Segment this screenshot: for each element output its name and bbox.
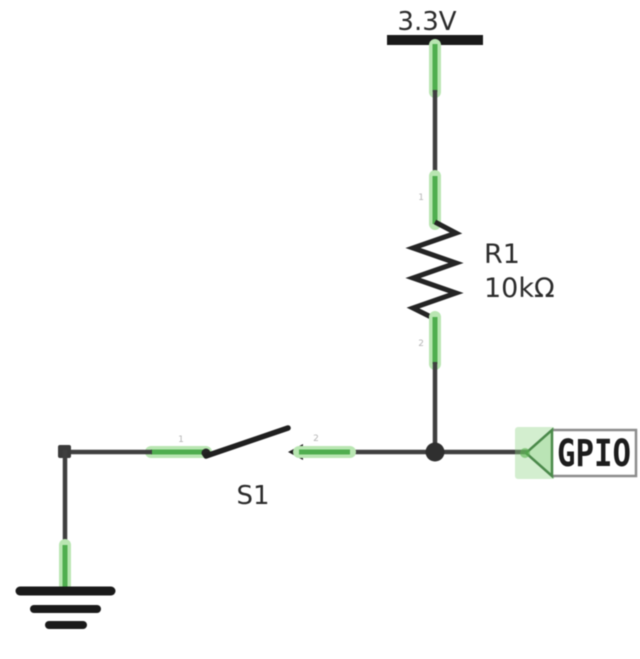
switch-symbol: 1 2 S1 [145,425,356,511]
resistor-value: 10kΩ [484,273,555,304]
switch-ref: S1 [236,481,269,511]
resistor-zigzag-icon [405,219,464,322]
power-symbol: 3.3V [387,7,483,98]
resistor-symbol: 1 2 R1 10kΩ [405,170,555,370]
resistor-pin-bottom-number: 2 [418,339,424,349]
gpio-label-text: GPIO [557,432,631,475]
switch-lever-icon [203,425,291,459]
gpio-pin-glow [520,448,530,458]
switch-pin-left-number: 1 [178,435,184,445]
ground-symbol [15,539,116,629]
resistor-ref: R1 [484,239,520,270]
resistor-pin-top-number: 1 [418,193,424,203]
switch-pin-right-number: 2 [313,434,319,444]
power-label: 3.3V [397,7,456,37]
gpio-label: GPIO [515,427,638,479]
gpio-chevron-icon [524,427,554,479]
wire-junction-dot-icon [425,442,445,462]
